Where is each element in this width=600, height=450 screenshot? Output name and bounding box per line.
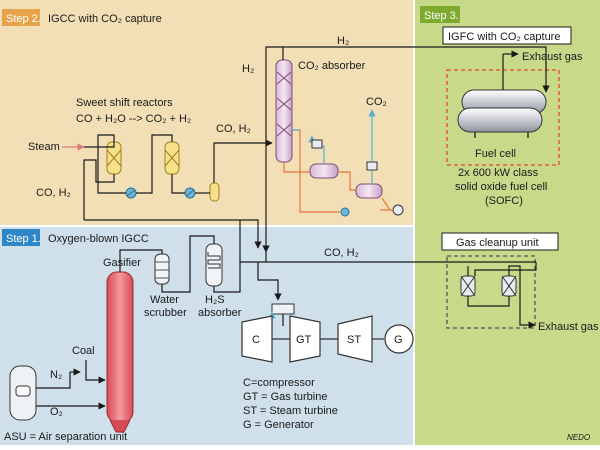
syngas-feed-line	[83, 159, 115, 220]
shifted-gas-to-absorber	[213, 139, 273, 183]
h2s-absorber-label-1: H₂S	[205, 294, 225, 306]
step1-badge-text: Step 1.	[6, 233, 41, 245]
h2s-to-cleanup-line	[213, 261, 536, 293]
legend-gas-turbine: GT = Gas turbine	[243, 391, 327, 403]
n2-label: N₂	[50, 369, 62, 381]
sweet-shift-reaction: CO + H₂O --> CO₂ + H₂	[76, 113, 191, 125]
sofc-desc-line1: 2x 600 kW class	[458, 167, 539, 179]
water-scrubber-label-2: scrubber	[144, 307, 187, 319]
asu-legend: ASU = Air separation unit	[4, 431, 127, 443]
step3-region	[414, 0, 600, 445]
sweet-shift-title: Sweet shift reactors	[76, 97, 173, 109]
co2-absorber-label: CO₂ absorber	[298, 60, 366, 72]
gasifier-to-scrubber	[119, 249, 163, 272]
steam-turbine-label: ST	[347, 334, 361, 346]
gas-turbine	[289, 315, 321, 363]
asu-vessel	[9, 365, 37, 421]
fuel-cell-label: Fuel cell	[475, 148, 516, 160]
steam-label: Steam	[28, 141, 60, 153]
water-scrubber	[154, 253, 170, 285]
step2-region	[0, 0, 414, 226]
rich-solvent-line	[283, 162, 310, 173]
step2-title: IGCC with CO₂ capture	[48, 13, 162, 25]
generator-label: G	[394, 334, 403, 346]
heat-exchanger-2	[184, 187, 196, 199]
step3-title-box	[442, 26, 572, 45]
step3-badge-text: Step 3.	[424, 10, 459, 22]
nedo-credit: NEDO	[567, 433, 590, 442]
reflux-drum-2	[366, 161, 378, 171]
water-scrubber-label-1: Water	[150, 294, 179, 306]
exhaust-gas-top: Exhaust gas	[522, 51, 583, 63]
gas-turbine-label: GT	[296, 334, 312, 346]
co-h2-label-c: CO, H₂	[324, 247, 359, 259]
steam-feed-line	[84, 142, 115, 148]
gasifier-vessel	[106, 271, 134, 433]
co-h2-label-b: CO, H₂	[216, 123, 251, 135]
h2s-absorber-label-2: absorber	[198, 307, 242, 319]
lean-solvent-line	[338, 171, 356, 191]
h2-to-fuel-cell-line	[282, 46, 550, 93]
sofc-desc-line2: solid oxide fuel cell	[455, 181, 547, 193]
cleanup-feed-line	[474, 262, 537, 276]
solvent-pump	[392, 204, 404, 216]
o2-label: O₂	[50, 406, 63, 418]
step3-header: Step 3. IGFC with CO₂ capture	[420, 6, 572, 45]
step1-header: Step 1. Oxygen-blown IGCC	[2, 229, 149, 246]
cleanup-exhaust-arrow	[519, 312, 536, 329]
gas-cleanup-dashed-box	[446, 255, 536, 329]
legend-compressor: C=compressor	[243, 377, 315, 389]
step3-badge	[420, 6, 460, 23]
step2-badge	[2, 9, 40, 26]
step2-header: Step 2. IGCC with CO₂ capture	[2, 9, 162, 26]
syngas-to-turbine	[257, 262, 282, 301]
reactor1-out-line	[97, 134, 126, 194]
coal-label: Coal	[72, 345, 95, 357]
gas-cleanup-title: Gas cleanup unit	[456, 237, 539, 249]
h2-left-label: H₂	[242, 63, 254, 75]
n2-line	[36, 372, 71, 389]
stripper-vessel	[309, 163, 339, 179]
h2-top-label: H₂	[337, 35, 349, 47]
step1-title: Oxygen-blown IGCC	[48, 233, 149, 245]
fuel-cell-vessels	[457, 89, 547, 138]
step2-badge-text: Step 2.	[6, 13, 41, 25]
combustor	[271, 303, 295, 315]
co-h2-label-a: CO, H₂	[36, 187, 71, 199]
reflux-drum-1	[311, 139, 323, 149]
co2-out-label: CO₂	[366, 96, 387, 108]
compressor	[241, 315, 273, 363]
co2-absorber-column	[275, 59, 293, 163]
shift-reactor-2	[164, 141, 180, 175]
generator	[384, 324, 414, 354]
steam-turbine	[337, 315, 373, 363]
step1-badge	[2, 229, 40, 246]
exhaust-gas-bottom: Exhaust gas	[538, 321, 599, 333]
gas-cleanup-title-box	[441, 232, 559, 251]
compressor-label: C	[252, 334, 260, 346]
regenerator-vessel	[355, 183, 383, 199]
heat-exchanger-1	[125, 187, 137, 199]
h2-to-turbine-line	[262, 46, 283, 253]
syngas-bypass-line	[84, 219, 262, 249]
legend-steam-turbine: ST = Steam turbine	[243, 405, 338, 417]
gasifier-label: Gasifier	[103, 257, 141, 269]
reactor2-out-line	[171, 174, 185, 194]
coal-feed-arrow	[85, 360, 106, 384]
reactor2-feed-line	[136, 134, 173, 194]
scrubber-to-h2s	[161, 235, 215, 293]
gas-cleanup-vessels	[460, 265, 521, 312]
knockout-drum	[209, 182, 220, 202]
legend-generator: G = Generator	[243, 419, 314, 431]
hx-solvent	[340, 207, 350, 217]
step3-title: IGFC with CO₂ capture	[448, 31, 560, 43]
sofc-desc-line3: (SOFC)	[485, 195, 523, 207]
h2s-absorber	[205, 243, 223, 287]
